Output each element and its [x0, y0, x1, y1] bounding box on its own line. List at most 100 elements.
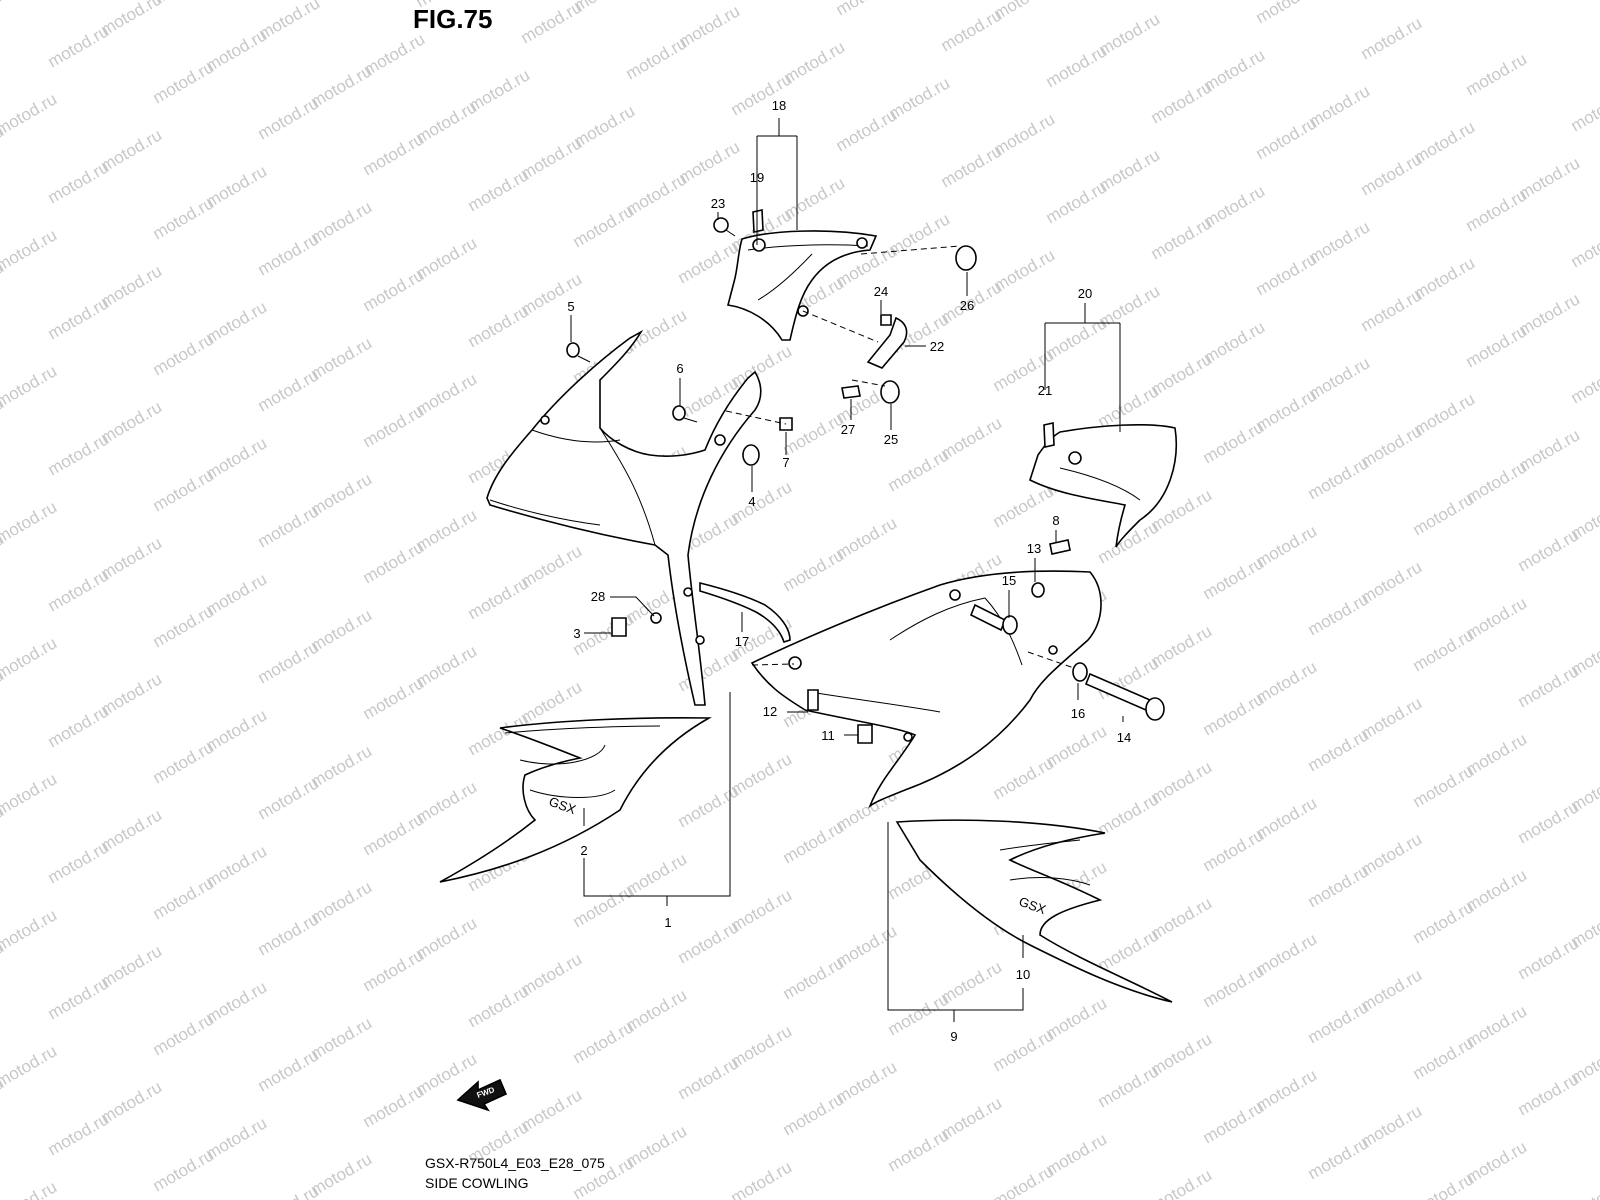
watermark-text: motod.ru	[938, 5, 1006, 55]
small-fasteners-drawing	[566, 209, 1071, 744]
watermark-text: motod.ru	[1410, 625, 1478, 675]
watermark-text: motod.ru	[0, 497, 60, 547]
watermark-text: motod.ru	[465, 981, 533, 1031]
watermark-text: motod.ru	[150, 465, 218, 515]
watermark-text: motod.ru	[1305, 589, 1373, 639]
front-decal-drawing: GSX	[439, 717, 712, 883]
bracket-drawing	[699, 581, 791, 644]
watermark-text: motod.ru	[1515, 933, 1583, 983]
callout-5: 5	[567, 299, 574, 314]
watermark-text: motod.ru	[255, 229, 323, 279]
watermark-text: motod.ru	[1568, 1173, 1600, 1200]
figure-title: FIG.75	[413, 4, 493, 34]
callout-3: 3	[573, 626, 580, 641]
watermark-text: motod.ru	[1515, 525, 1583, 575]
watermark-text: motod.ru	[1463, 49, 1531, 99]
watermark-text: motod.ru	[1410, 761, 1478, 811]
watermark-text: motod.ru	[255, 1181, 323, 1200]
watermark-text: motod.ru	[1305, 453, 1373, 503]
watermark-text: motod.ru	[45, 293, 113, 343]
callout-27: 27	[841, 422, 855, 437]
watermark-text: motod.ru	[1095, 925, 1163, 975]
callout-24: 24	[874, 284, 888, 299]
watermark-text: motod.ru	[0, 905, 60, 955]
watermark-text: motod.ru	[675, 1053, 743, 1103]
collar-16-drawing	[1072, 662, 1088, 682]
watermark-text: motod.ru	[1515, 661, 1583, 711]
watermark-text: motod.ru	[1515, 1069, 1583, 1119]
watermark-text: motod.ru	[255, 909, 323, 959]
watermark-text: motod.ru	[465, 573, 533, 623]
callout-6: 6	[676, 361, 683, 376]
callout-21: 21	[1038, 383, 1052, 398]
figure-name: SIDE COWLING	[425, 1175, 529, 1191]
watermark-text: motod.ru	[360, 1081, 428, 1131]
watermark-text: motod.ru	[1568, 357, 1600, 407]
watermark-text: motod.ru	[990, 1025, 1058, 1075]
watermark-text: motod.ru	[570, 881, 638, 931]
rear-small-panel-drawing	[1029, 423, 1178, 548]
callout-15: 15	[1002, 573, 1016, 588]
watermark-text: motod.ru	[1463, 185, 1531, 235]
watermark-text: motod.ru	[1410, 897, 1478, 947]
watermark-text: motod.ru	[1410, 489, 1478, 539]
watermark-text: motod.ru	[1200, 689, 1268, 739]
watermark-text: motod.ru	[833, 105, 901, 155]
watermark-text: motod.ru	[255, 1045, 323, 1095]
watermark-text: motod.ru	[570, 1017, 638, 1067]
watermark-text: motod.ru	[360, 537, 428, 587]
watermark-text: motod.ru	[1253, 249, 1321, 299]
callout-2: 2	[580, 843, 587, 858]
watermark-text: motod.ru	[150, 1145, 218, 1195]
watermark-text: motod.ru	[0, 0, 60, 3]
watermark-text: motod.ru	[1305, 1133, 1373, 1183]
watermark-text: motod.ru	[1200, 417, 1268, 467]
watermark-text: motod.ru	[780, 409, 848, 459]
watermark-text: motod.ru	[1568, 85, 1600, 135]
watermark-text: motod.ru	[1410, 1169, 1478, 1200]
watermark-text: motod.ru	[45, 973, 113, 1023]
watermark-text: motod.ru	[0, 89, 60, 139]
watermark-text: motod.ru	[990, 753, 1058, 803]
watermark-text: motod.ru	[255, 773, 323, 823]
bolt-14-drawing	[1084, 672, 1165, 721]
watermark-text: motod.ru	[45, 157, 113, 207]
callout-9: 9	[950, 1029, 957, 1044]
watermark-text: motod.ru	[1253, 0, 1321, 27]
watermark-text: motod.ru	[45, 837, 113, 887]
watermark-text: motod.ru	[1515, 797, 1583, 847]
watermark-text: motod.ru	[675, 917, 743, 967]
fwd-arrow-icon: FWD	[456, 1078, 508, 1112]
watermark-text: motod.ru	[780, 817, 848, 867]
watermark-text: motod.ru	[45, 565, 113, 615]
watermark-text: motod.ru	[675, 781, 743, 831]
watermark-text: motod.ru	[1200, 961, 1268, 1011]
watermark-text: motod.ru	[1148, 77, 1216, 127]
watermark-text: motod.ru	[518, 0, 586, 47]
watermark-text: motod.ru	[150, 601, 218, 651]
watermark-text: motod.ru	[885, 1125, 953, 1175]
watermark-text: motod.ru	[1043, 177, 1111, 227]
callout-1: 1	[664, 915, 671, 930]
callout-23: 23	[711, 196, 725, 211]
watermark-text: motod.ru	[1463, 321, 1531, 371]
callout-8: 8	[1052, 513, 1059, 528]
callout-numbers: 1 2 3 4 5 6 7 8 9 10 11 12 13 14 15 16 1…	[567, 98, 1131, 1044]
watermark-text: motod.ru	[255, 637, 323, 687]
watermark-text: motod.ru	[360, 673, 428, 723]
watermark-text: motod.ru	[465, 165, 533, 215]
watermark-text: motod.ru	[1305, 725, 1373, 775]
watermark-text: motod.ru	[255, 365, 323, 415]
watermark-text: motod.ru	[1305, 861, 1373, 911]
watermark-text: motod.ru	[1358, 13, 1426, 63]
watermark-text: motod.ru	[1410, 1033, 1478, 1083]
watermark-text: motod.ru	[150, 329, 218, 379]
watermark-text: motod.ru	[360, 945, 428, 995]
watermark-text: motod.ru	[1358, 149, 1426, 199]
watermark-text: motod.ru	[1200, 825, 1268, 875]
watermark-text: motod.ru	[0, 225, 60, 275]
watermark-text: motod.ru	[360, 809, 428, 859]
watermark-text: motod.ru	[255, 93, 323, 143]
